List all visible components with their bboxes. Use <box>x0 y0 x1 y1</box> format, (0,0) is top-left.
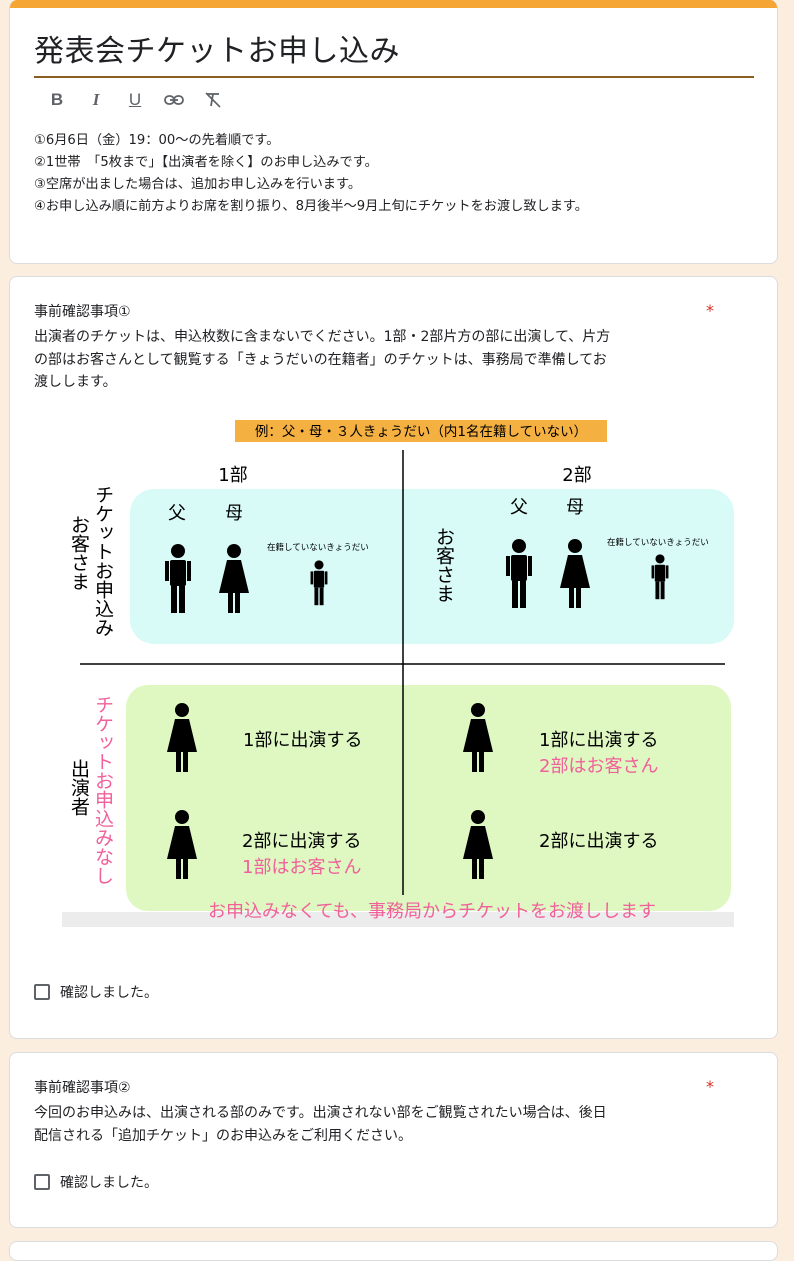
guest-section-box <box>130 489 734 644</box>
perform-1-label: 1部に出演する <box>243 730 362 751</box>
side-label-guest: お客さま <box>68 515 90 591</box>
description-line: 渡しします。 <box>34 374 117 390</box>
confirm-checkbox[interactable] <box>34 984 50 1000</box>
example-banner <box>235 420 607 442</box>
form-header-card: 発表会チケットお申し込み B I U ①6月6日（金）19：00〜の先着順です。… <box>9 0 778 264</box>
confirm-checkbox[interactable] <box>34 1174 50 1190</box>
question-description: 今回のお申込みは、出演される部のみです。出演されない部をご観覧されたい場合は、後… <box>34 1102 699 1147</box>
description-line: ①6月6日（金）19：00〜の先着順です。 <box>34 133 280 148</box>
example-banner-text: 例：父・母・３人きょうだい（内1名在籍していない） <box>255 423 587 440</box>
description-line: の部はお客さんとして観覧する「きょうだいの在籍者」のチケットは、事務局で準備して… <box>34 351 607 368</box>
question-card-2: 事前確認事項② * 今回のお申込みは、出演される部のみです。出演されない部をご観… <box>9 1052 778 1228</box>
side-label-guest-col2: お客さま <box>433 527 455 603</box>
perform-2-label: 2部に出演する <box>242 831 361 852</box>
description-line: ④お申し込み順に前方よりお席を割り振り、8月後半〜9月上旬にチケットをお渡し致し… <box>34 199 588 214</box>
performer-section-box <box>126 685 731 911</box>
guest-2-label: 2部はお客さん <box>539 756 658 777</box>
perform-1-label: 1部に出演する <box>539 730 658 751</box>
form-title[interactable]: 発表会チケットお申し込み <box>34 34 400 69</box>
title-underline <box>34 76 754 78</box>
father-label: 父 <box>168 503 186 524</box>
description-line: 今回のお申込みは、出演される部のみです。出演されない部をご観覧されたい場合は、後… <box>34 1105 607 1121</box>
description-line: 配信される「追加チケット」のお申込みをご利用ください。 <box>34 1127 412 1144</box>
side-label-no-ticket: チケットお申込みなし <box>92 695 114 885</box>
theme-accent-bar <box>10 0 777 8</box>
format-toolbar: B I U <box>46 89 224 111</box>
checkbox-label[interactable]: 確認しました。 <box>60 1175 158 1191</box>
footer-note: お申込みなくても、事務局からチケットをお渡しします <box>208 901 656 922</box>
question-card-3 <box>9 1241 778 1261</box>
col1-header: 1部 <box>218 465 247 486</box>
italic-icon[interactable]: I <box>92 90 100 109</box>
question-title: 事前確認事項① <box>34 304 131 320</box>
sibling-note: 在籍していないきょうだい <box>607 537 709 548</box>
clear-format-icon[interactable] <box>202 89 224 111</box>
required-asterisk: * <box>706 301 714 320</box>
description-line: ③空席が出ました場合は、追加お申し込みを行います。 <box>34 177 362 192</box>
footer-band <box>62 912 734 927</box>
required-asterisk: * <box>706 1077 714 1096</box>
bold-icon[interactable]: B <box>50 90 64 109</box>
confirm-checkbox-row[interactable]: 確認しました。 <box>34 982 158 1002</box>
question-card-1: 事前確認事項① * 出演者のチケットは、申込枚数に含まないでください。1部・2部… <box>9 276 778 1039</box>
col2-header: 2部 <box>562 465 591 486</box>
guest-1-label: 1部はお客さん <box>242 857 361 878</box>
mother-label: 母 <box>566 497 584 518</box>
side-label-ticket-apply: チケットお申込み <box>92 485 114 637</box>
perform-2-label: 2部に出演する <box>539 831 658 852</box>
father-label: 父 <box>510 497 528 518</box>
sibling-note: 在籍していないきょうだい <box>267 542 369 553</box>
description-line: ②1世帯 「5枚まで」【出演者を除く】のお申し込みです。 <box>34 155 378 170</box>
side-label-performer: 出演者 <box>68 759 90 816</box>
question-description: 出演者のチケットは、申込枚数に含まないでください。1部・2部片方の部に出演して、… <box>34 326 699 394</box>
checkbox-label[interactable]: 確認しました。 <box>60 985 158 1001</box>
description-line: 出演者のチケットは、申込枚数に含まないでください。1部・2部片方の部に出演して、… <box>34 329 611 345</box>
link-icon[interactable] <box>163 89 185 111</box>
question-title: 事前確認事項② <box>34 1080 131 1096</box>
form-description: ①6月6日（金）19：00〜の先着順です。 ②1世帯 「5枚まで」【出演者を除く… <box>34 130 588 218</box>
underline-icon[interactable]: U <box>128 90 142 109</box>
mother-label: 母 <box>225 503 243 524</box>
ticket-explanation-diagram: 例：父・母・３人きょうだい（内1名在籍していない） 1部 2部 チケットお申込み… <box>52 417 734 927</box>
confirm-checkbox-row[interactable]: 確認しました。 <box>34 1172 158 1192</box>
